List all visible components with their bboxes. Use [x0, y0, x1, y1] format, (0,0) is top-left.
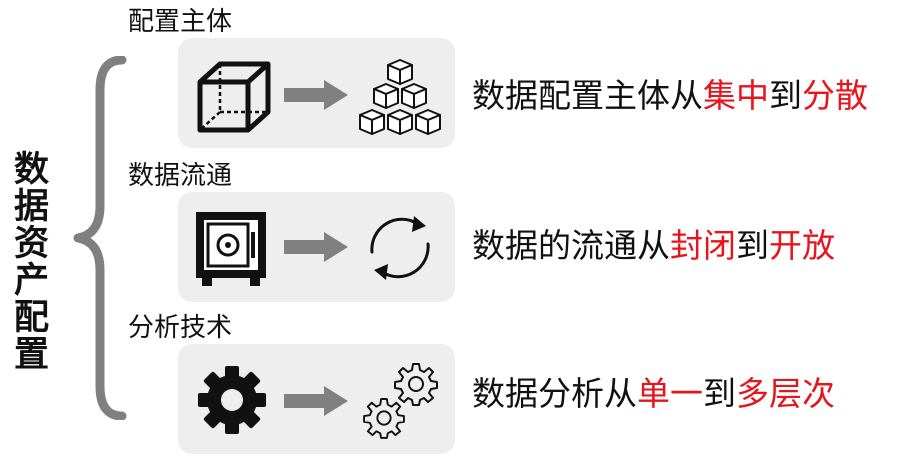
- highlight-dispersed: 分散: [802, 76, 868, 115]
- diagram-title: 数据资产配置: [8, 150, 48, 372]
- safe-icon: [196, 212, 266, 286]
- gear-icon: [198, 366, 266, 434]
- circular-arrows-icon: [370, 216, 430, 280]
- card-config-subject: [178, 38, 455, 148]
- card-analysis-tech: [178, 344, 455, 454]
- distributed-cubes-icon: [359, 59, 441, 135]
- cube-icon: [197, 61, 271, 133]
- highlight-closed: 封闭: [670, 226, 736, 265]
- section-label-data-circulation: 数据流通: [128, 161, 233, 191]
- section-label-config-subject: 配置主体: [128, 7, 233, 37]
- card-data-circulation: [178, 192, 455, 302]
- highlight-open: 开放: [769, 226, 835, 265]
- two-gears-icon: [363, 363, 438, 439]
- arrow-right-icon: [284, 386, 348, 416]
- highlight-multi-level: 多层次: [736, 374, 835, 413]
- desc-data-circulation: 数据的流通从封闭到开放: [472, 226, 835, 265]
- desc-config-subject: 数据配置主体从集中到分散: [472, 76, 868, 115]
- arrow-right-icon: [284, 80, 348, 110]
- section-label-analysis-tech: 分析技术: [128, 313, 233, 343]
- highlight-centralized: 集中: [703, 76, 769, 115]
- curly-brace: [73, 56, 127, 420]
- desc-analysis-tech: 数据分析从单一到多层次: [472, 374, 835, 413]
- arrow-right-icon: [284, 232, 348, 262]
- highlight-single: 单一: [637, 374, 703, 413]
